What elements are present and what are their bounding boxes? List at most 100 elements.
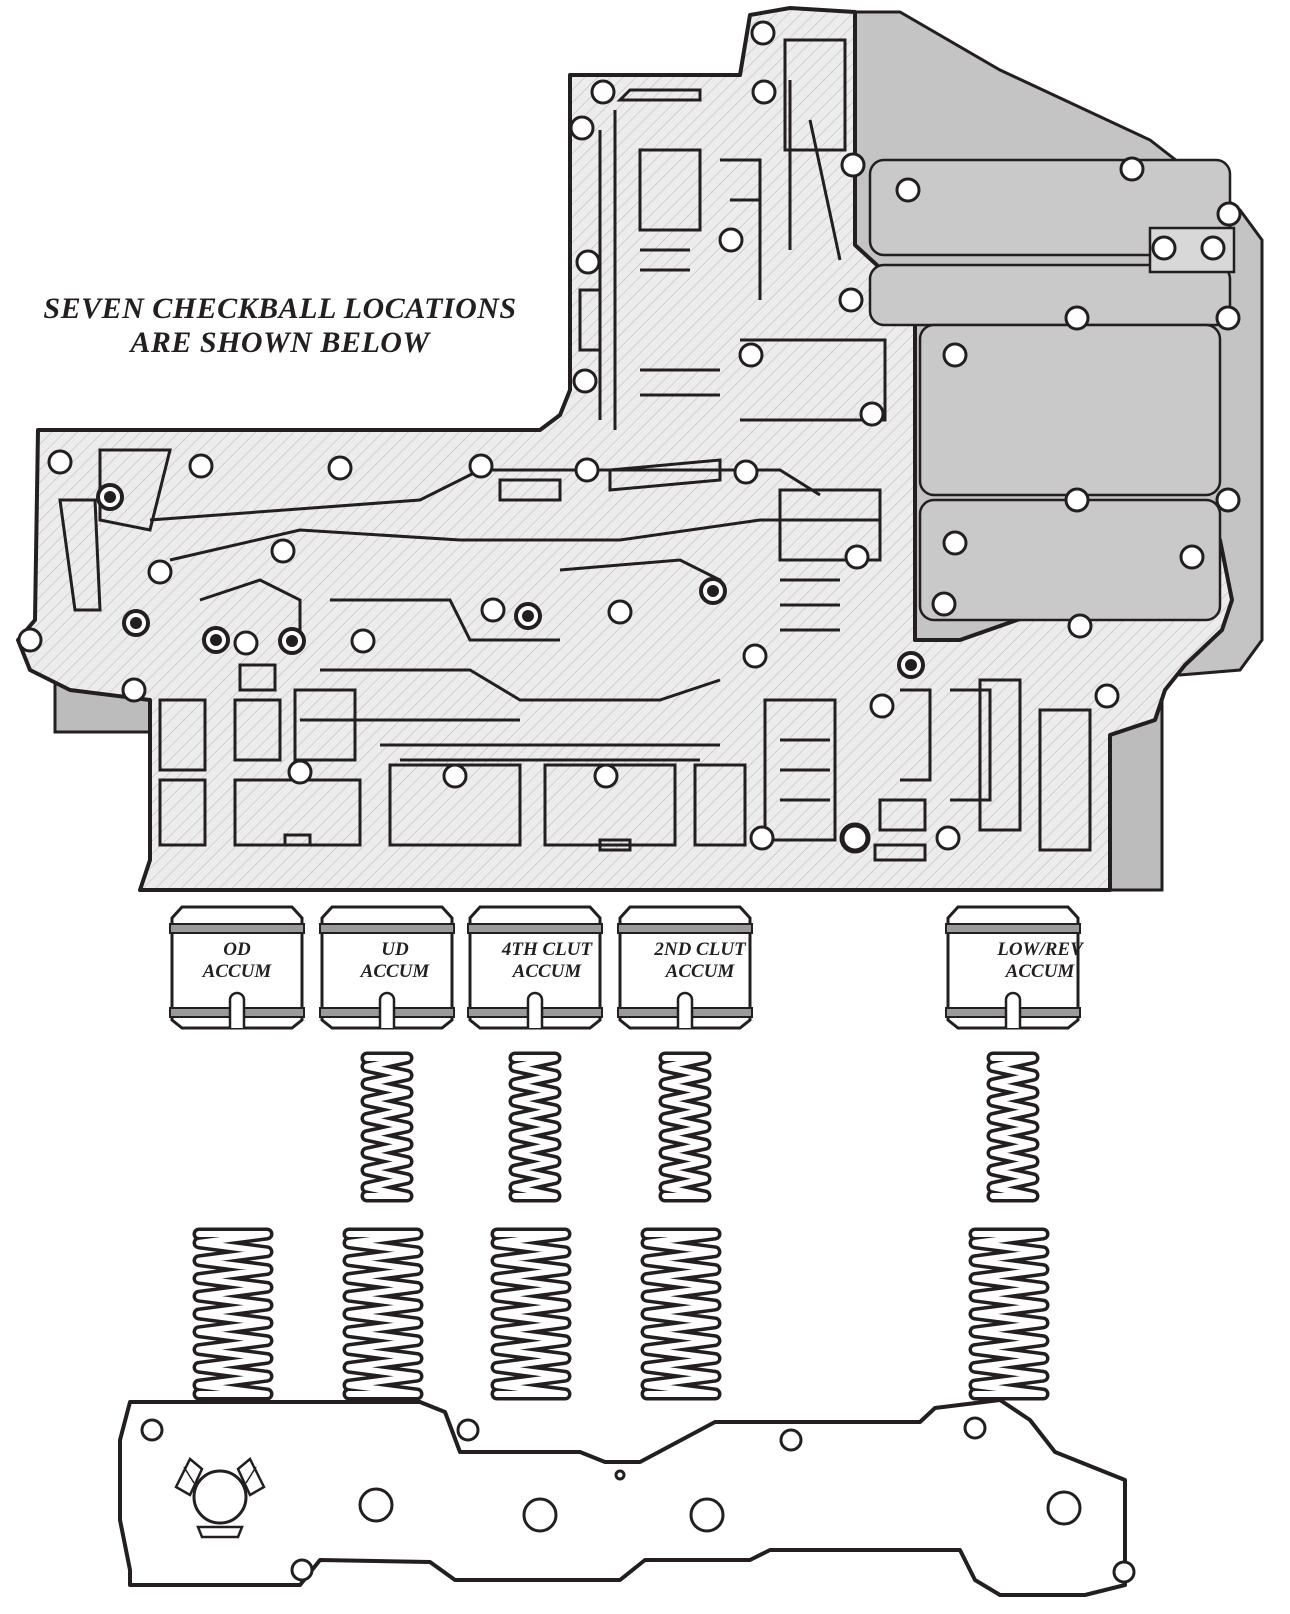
channel-passage bbox=[158, 778, 207, 847]
bolt-hole bbox=[468, 453, 494, 479]
piston-seal-top bbox=[945, 923, 1081, 934]
cover-hole bbox=[290, 1558, 314, 1582]
accumulator-lowrev bbox=[945, 905, 1081, 1030]
piston-seal-top bbox=[467, 923, 603, 934]
piston-notch bbox=[228, 991, 246, 1028]
channel-passage bbox=[778, 488, 882, 562]
accumulator-piston bbox=[468, 905, 602, 1030]
bolt-hole bbox=[17, 627, 43, 653]
piston-seal-top bbox=[169, 923, 305, 934]
channel-passage bbox=[638, 148, 702, 232]
cover-hole bbox=[522, 1497, 558, 1533]
spring-coil-fill bbox=[972, 1231, 1046, 1397]
channel-passage bbox=[320, 668, 721, 702]
checkballs bbox=[96, 483, 925, 679]
checkball bbox=[514, 602, 542, 630]
bolt-hole bbox=[749, 825, 775, 851]
checkball-ball bbox=[104, 491, 116, 503]
accumulator-2nd bbox=[617, 905, 753, 1030]
accum-label-line1: OD bbox=[223, 939, 251, 960]
channel-passage bbox=[233, 778, 362, 847]
bolt-holes bbox=[17, 20, 1242, 854]
bolt-hole bbox=[935, 825, 961, 851]
outer-spring-od bbox=[192, 1227, 274, 1401]
channel-passage bbox=[616, 88, 702, 102]
bolt-hole bbox=[607, 599, 633, 625]
bolt-hole bbox=[1064, 305, 1090, 331]
spring-coil-fill bbox=[494, 1231, 568, 1397]
accum-label-ud: UD ACCUM bbox=[330, 939, 460, 983]
inner-spring-ud bbox=[360, 1051, 414, 1203]
bolt-hole bbox=[1200, 235, 1226, 261]
piston-seal-top bbox=[319, 923, 455, 934]
accumulator-od bbox=[169, 905, 305, 1030]
bolt-hole bbox=[738, 342, 764, 368]
channel-passage bbox=[300, 718, 720, 762]
pin-hole bbox=[839, 822, 871, 854]
channel-passage bbox=[780, 738, 830, 802]
bolt-hole bbox=[442, 763, 468, 789]
checkball bbox=[122, 609, 150, 637]
checkball-ball bbox=[286, 635, 298, 647]
channel-passage bbox=[330, 598, 560, 642]
accumulator-piston bbox=[946, 905, 1080, 1030]
channel-passage bbox=[873, 843, 927, 862]
spring-coil-fill bbox=[990, 1055, 1036, 1199]
cover-hole bbox=[456, 1418, 480, 1442]
accumulator-4th bbox=[467, 905, 603, 1030]
spring-coil-fill bbox=[644, 1231, 718, 1397]
checkball-ball bbox=[707, 585, 719, 597]
accum-label-line2: ACCUM bbox=[1005, 961, 1075, 982]
piston-notch bbox=[378, 991, 396, 1028]
checkball bbox=[96, 483, 124, 511]
bolt-hole bbox=[590, 79, 616, 105]
accum-label-4th: 4TH CLUT ACCUM bbox=[482, 939, 612, 983]
channel-passage bbox=[158, 698, 207, 772]
channel-passage bbox=[578, 288, 602, 352]
channel-passage bbox=[608, 458, 722, 492]
channel-passage bbox=[498, 478, 562, 502]
cover-hole bbox=[614, 1469, 626, 1481]
bolt-hole bbox=[942, 530, 968, 556]
bolt-hole bbox=[840, 152, 866, 178]
channel-passage bbox=[978, 678, 1022, 832]
channel-passage bbox=[598, 110, 617, 430]
channel-passage bbox=[388, 763, 522, 847]
piston-seal-top bbox=[617, 923, 753, 934]
bolt-hole bbox=[575, 249, 601, 275]
channel-passage bbox=[199, 578, 302, 640]
channel-passage bbox=[693, 763, 747, 847]
channel-passage bbox=[233, 698, 282, 762]
bolt-hole bbox=[574, 457, 600, 483]
checkball-ball bbox=[905, 659, 917, 671]
channel-passage bbox=[878, 798, 927, 832]
cover-hole bbox=[140, 1418, 164, 1442]
accumulator-ud bbox=[319, 905, 455, 1030]
cover-hole bbox=[358, 1487, 394, 1523]
inner-spring-lowrev bbox=[986, 1051, 1040, 1203]
bolt-hole bbox=[718, 227, 744, 253]
bolt-hole bbox=[233, 630, 259, 656]
bolt-hole bbox=[750, 20, 776, 46]
bolt-hole bbox=[1215, 305, 1241, 331]
checkball-ball bbox=[210, 634, 222, 646]
bolt-hole bbox=[1151, 235, 1177, 261]
bolt-hole bbox=[895, 177, 921, 203]
bolt-hole bbox=[287, 759, 313, 785]
bolt-hole bbox=[733, 459, 759, 485]
heading-line-2: ARE SHOWN BELOW bbox=[130, 326, 430, 359]
accum-label-line2: ACCUM bbox=[202, 961, 272, 982]
accum-label-2nd: 2ND CLUT ACCUM bbox=[635, 939, 765, 983]
cover-plate-holes bbox=[140, 1416, 1136, 1584]
channel-passage bbox=[740, 338, 887, 422]
cover-hole bbox=[1112, 1560, 1136, 1584]
bolt-hole bbox=[942, 342, 968, 368]
cover-hole bbox=[963, 1416, 987, 1440]
channel-passage bbox=[543, 763, 677, 847]
accum-label-lowrev: LOW/REV ACCUM bbox=[975, 939, 1105, 983]
cover-hole bbox=[779, 1428, 803, 1452]
channel-passage bbox=[763, 698, 837, 842]
cover-plate-check-valve bbox=[174, 1457, 266, 1539]
